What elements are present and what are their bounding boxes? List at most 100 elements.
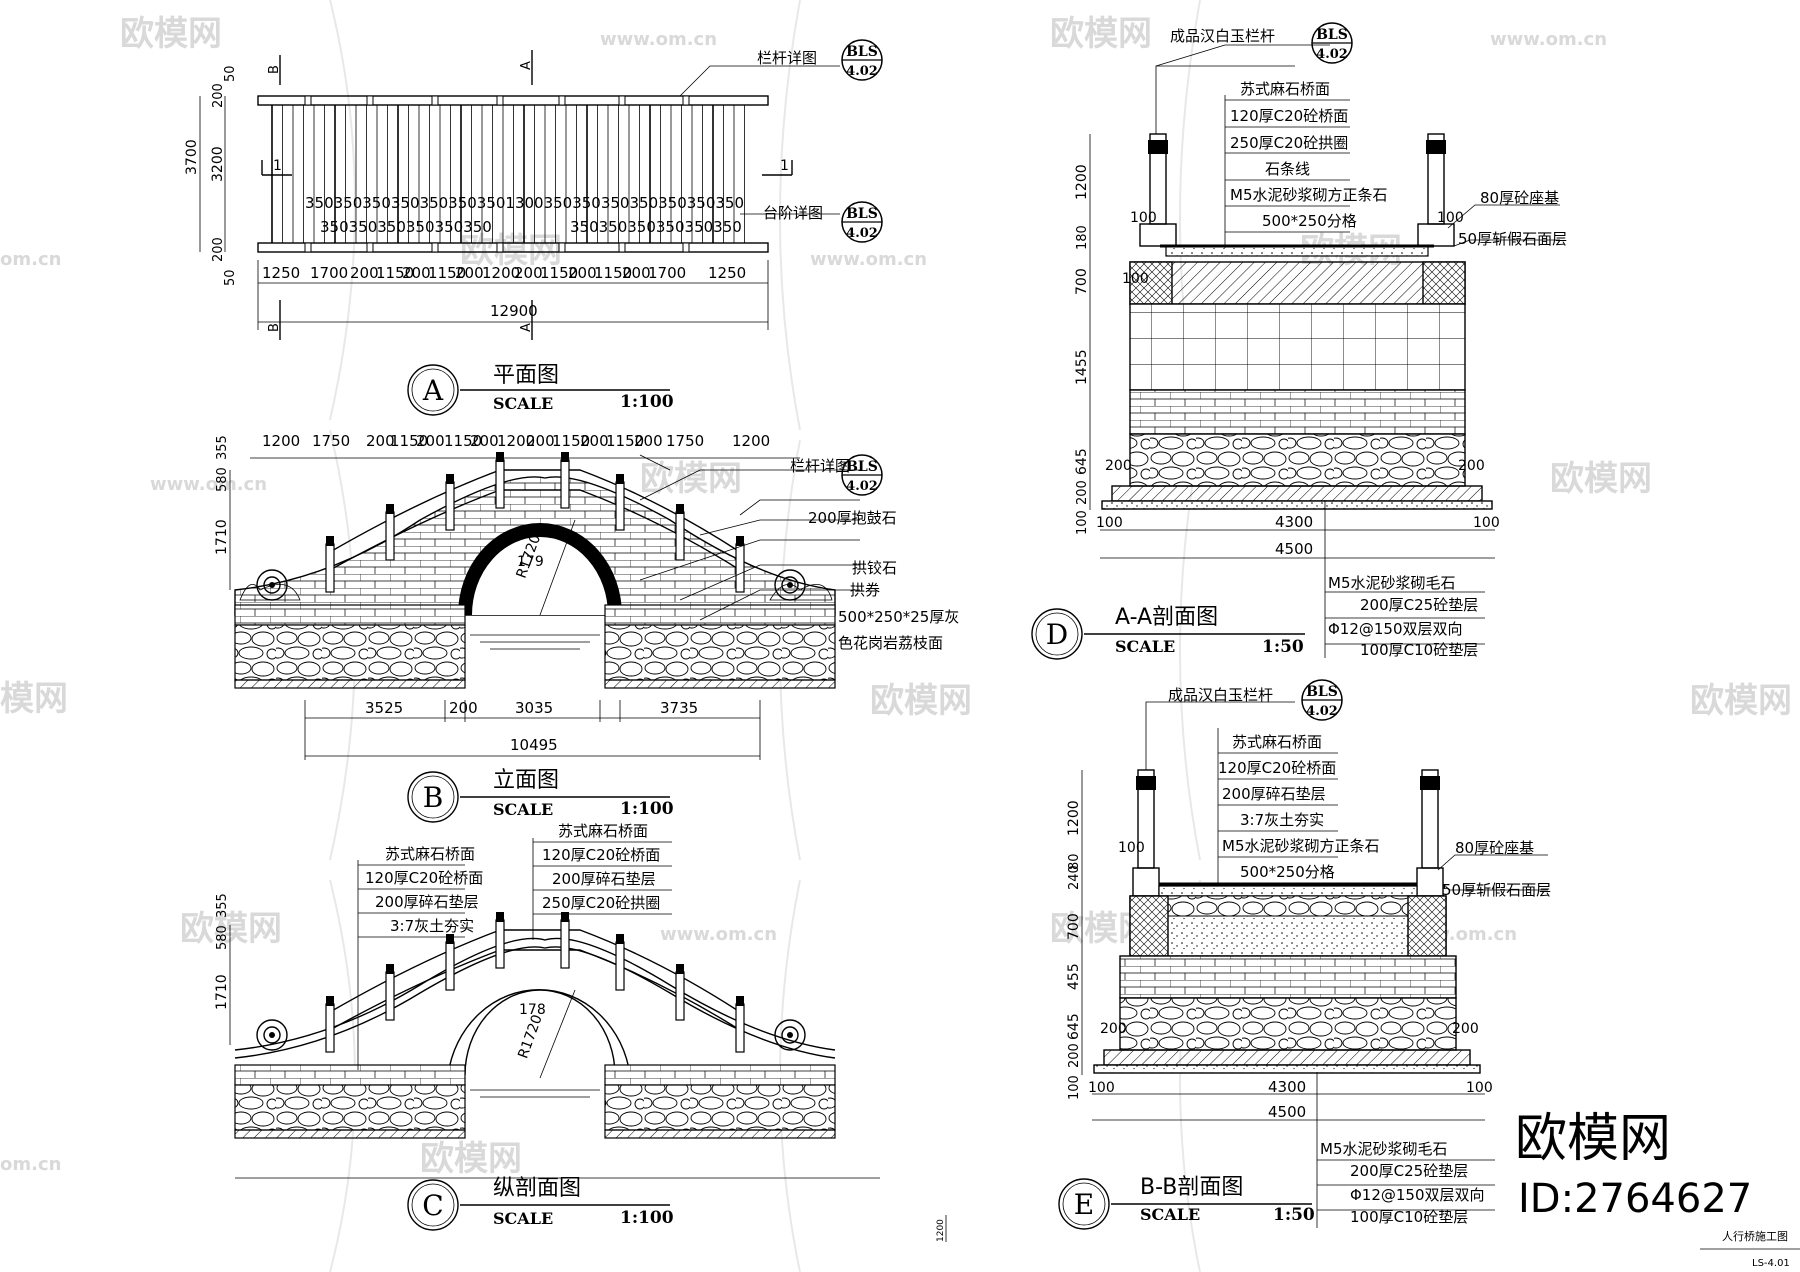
bb-dim: 700: [1066, 913, 1082, 940]
detail-ref-bottom: 4.02: [846, 64, 878, 79]
aa-small-dim: 100: [1122, 271, 1149, 287]
view-letter: D: [1046, 618, 1068, 651]
elevation-top-dim: 1150: [606, 432, 644, 450]
view-title: A-A剖面图: [1115, 605, 1218, 630]
bb-right-note: 80厚砼座基: [1455, 839, 1534, 857]
view-letter: A: [422, 374, 444, 407]
elevation-top-dim: 200: [470, 432, 499, 450]
plan-bottom-dim: 200: [455, 264, 484, 282]
view-letter: B: [423, 781, 444, 814]
scale-value: 1:100: [620, 799, 674, 819]
detail-ref-top: BLS: [1316, 27, 1348, 43]
elevation-note: 拱铰石: [852, 559, 897, 577]
bb-dim: 455: [1066, 963, 1082, 990]
aa-dim: 180: [1075, 225, 1090, 250]
elevation-top-dim: 1200: [497, 432, 535, 450]
plan-railing-top: [257, 95, 769, 106]
section-note: 120厚C20砼桥面: [542, 846, 660, 864]
elevation-top-dim: 200: [634, 432, 663, 450]
drawing-number: LS-4.01: [1752, 1258, 1790, 1269]
plan-bottom-dim: 200: [514, 264, 543, 282]
elevation-railing-posts: [325, 452, 745, 593]
elevation-note: 色花岗岩荔枝面: [838, 634, 943, 652]
railing-post: [325, 1003, 335, 1053]
elev-bottom-dim: 3735: [660, 699, 698, 717]
plan-dim-50: 50: [223, 269, 238, 286]
railing-post: [675, 511, 685, 561]
aa-small-dim: 100: [1130, 210, 1157, 226]
plan-bottom-dim: 1700: [310, 264, 348, 282]
section-note: 3:7灰土夯实: [390, 917, 474, 935]
bb-note: 500*250分格: [1240, 863, 1335, 881]
plan-post: [496, 242, 504, 253]
railing-post-cap: [616, 474, 624, 484]
elevation-top-dim: 1200: [262, 432, 300, 450]
railing-post: [560, 919, 570, 969]
plan-dim-3200: 3200: [210, 146, 226, 182]
view-title-e: E B-B剖面图 SCALE 1:50: [1058, 1175, 1315, 1230]
aa-bottom-note: 200厚C25砼垫层: [1360, 596, 1478, 614]
elev-dim-1710: 1710: [214, 519, 230, 555]
railing-post: [735, 543, 745, 593]
bb-bottom-note: 100厚C10砼垫层: [1350, 1208, 1468, 1226]
bb-top-note: 成品汉白玉栏杆: [1168, 686, 1273, 704]
section-note: 120厚C20砼桥面: [365, 869, 483, 887]
section-aa-view: 1200 180 700 1455 645 200 100 100 100 10…: [1031, 27, 1567, 660]
railing-post-cap: [561, 912, 569, 922]
railing-post-cap: [676, 504, 684, 514]
plan-bottom-dim: 1250: [262, 264, 300, 282]
plan-post: [431, 242, 439, 253]
bb-small-dim: 100: [1088, 1080, 1115, 1096]
watermark-brand: 欧模网: [640, 459, 742, 499]
elevation-arc-label: 179: [517, 554, 544, 570]
aa-dim: 100: [1075, 510, 1090, 535]
elevation-top-dim: 200: [526, 432, 555, 450]
aa-note: 500*250分格: [1262, 212, 1357, 230]
railing-post-cap: [561, 452, 569, 462]
plan-post: [682, 242, 690, 253]
detail-ref-top: BLS: [846, 459, 878, 475]
callout-railing-detail: 栏杆详图: [790, 457, 850, 475]
aa-small-dim: 100: [1437, 210, 1464, 226]
plan-bottom-dim: 1150: [428, 264, 466, 282]
bb-small-dim: 100: [1118, 840, 1145, 856]
section-mark-1: 1: [780, 158, 789, 174]
section-mark-1: 1: [273, 158, 282, 174]
elevation-top-dim: 1150: [552, 432, 590, 450]
callout-railing-detail: 栏杆详图: [757, 49, 817, 67]
view-title-b: B 立面图 SCALE 1:100: [407, 768, 674, 823]
detail-ref-bottom: 4.02: [1306, 704, 1338, 719]
plan-post: [682, 95, 690, 106]
section-note: 苏式麻石桥面: [558, 822, 648, 840]
bb-small-dim: 100: [1466, 1080, 1493, 1096]
railing-post: [735, 1003, 745, 1053]
view-title-c: C 纵剖面图 SCALE 1:100: [407, 1176, 674, 1231]
aa-top-note: 成品汉白玉栏杆: [1170, 27, 1275, 45]
view-letter: E: [1074, 1188, 1094, 1221]
detail-ref-bottom: 4.02: [846, 479, 878, 494]
watermark-brand: 欧模网: [1550, 459, 1652, 499]
scale-label: SCALE: [1115, 637, 1175, 656]
plan-post: [431, 95, 439, 106]
detail-ref-top: BLS: [1306, 684, 1338, 700]
railing-post: [495, 919, 505, 969]
plan-post: [496, 95, 504, 106]
railing-post-cap: [326, 996, 334, 1006]
plan-dim-total: 12900: [490, 302, 538, 320]
railing-post-cap: [446, 474, 454, 484]
plan-post: [558, 95, 566, 106]
plan-bottom-dim: 200: [622, 264, 651, 282]
plan-dim-row-mid-right: 350350350350350350: [570, 218, 742, 236]
elevation-top-dim: 1750: [666, 432, 704, 450]
watermark-site: www.om.cn: [600, 29, 717, 50]
aa-note: 250厚C20砼拱圈: [1230, 134, 1348, 152]
railing-post: [445, 481, 455, 531]
scale-label: SCALE: [493, 800, 553, 819]
aa-bottom-note: 100厚C10砼垫层: [1360, 641, 1478, 659]
brand-logo-text: 欧模网: [1515, 1109, 1671, 1169]
aa-dim: 700: [1074, 268, 1090, 295]
watermark-brand: 欧模网: [420, 1139, 522, 1179]
